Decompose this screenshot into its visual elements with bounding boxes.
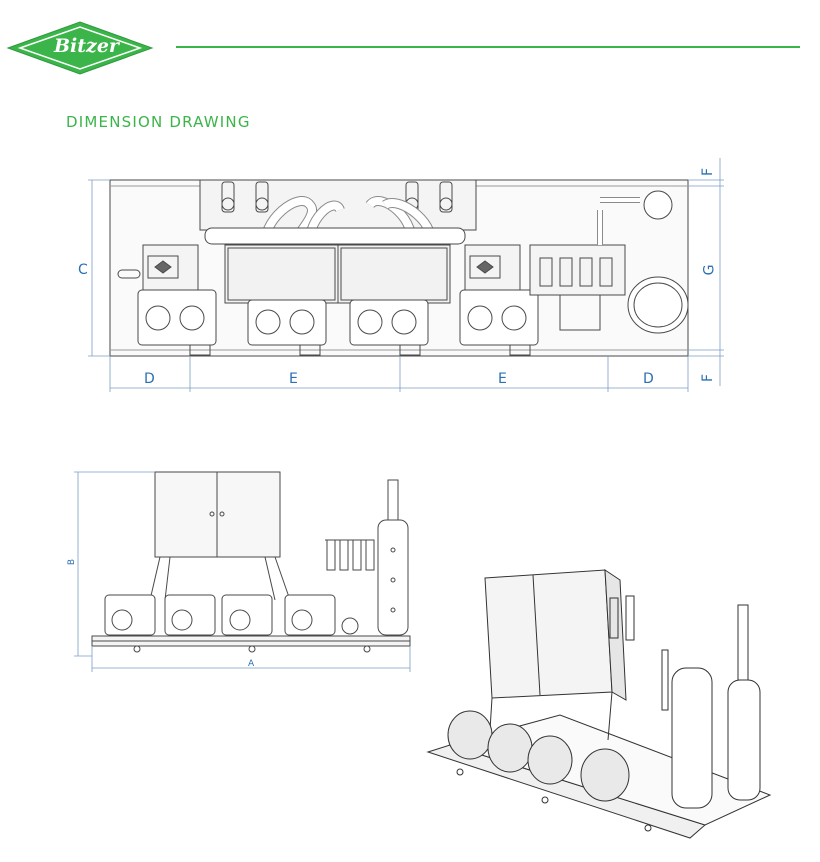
dim-label-d-right: D — [643, 371, 654, 387]
dim-label-d-left: D — [144, 371, 155, 387]
dim-label-c: C — [78, 262, 88, 278]
dim-label-e-left: E — [289, 371, 298, 387]
dim-label-e-right: E — [498, 371, 507, 387]
logo-graphic — [6, 21, 800, 75]
dim-label-a: A — [248, 659, 255, 669]
brand-header: Bitzer — [0, 0, 820, 80]
dim-label-b: B — [67, 558, 78, 566]
top-view-drawing — [88, 158, 724, 392]
page-title: DIMENSION DRAWING — [66, 113, 251, 131]
logo-text: Bitzer — [54, 35, 119, 57]
